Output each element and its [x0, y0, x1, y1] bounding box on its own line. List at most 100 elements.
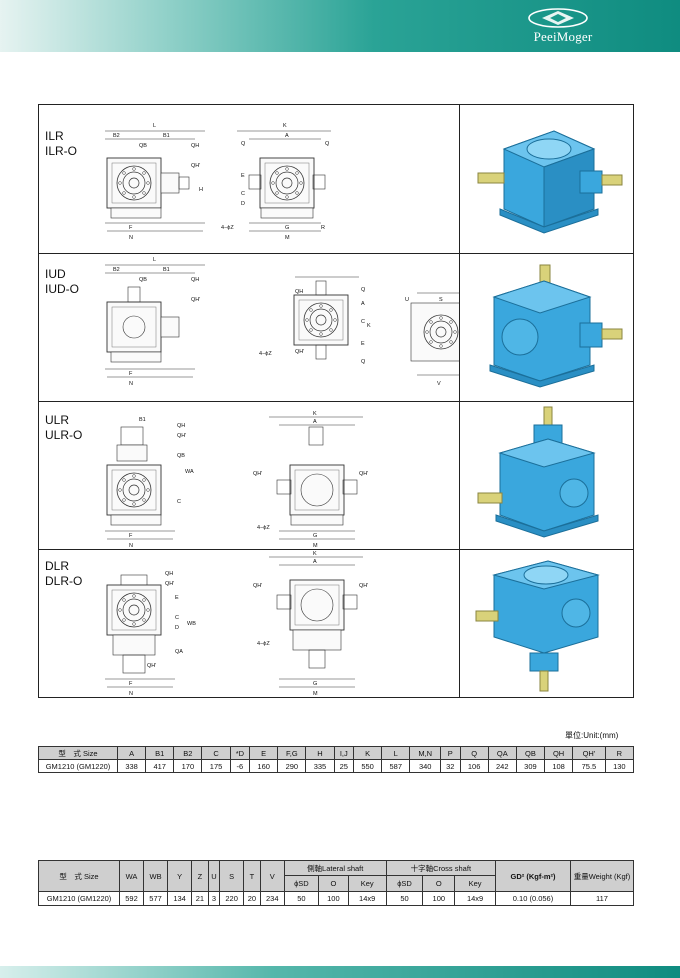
svg-text:QH': QH' [191, 297, 200, 303]
svg-text:M: M [285, 235, 290, 241]
table-cell: 175 [201, 759, 231, 773]
iud-front-view: L B2 B1 QB QH QH' F N [105, 257, 205, 387]
table-cell: 50 [385, 891, 424, 906]
model-code: DLR [45, 559, 70, 573]
table-cell: -6 [229, 759, 251, 773]
ilr-front-view: L B2 B1 QB QH QH' H F N [105, 123, 205, 241]
svg-text:L: L [153, 123, 156, 129]
svg-text:K: K [313, 551, 317, 557]
table-cell: 234 [259, 891, 285, 906]
table-cell: 21 [191, 891, 209, 906]
table-cell: GM1210 (GM1220) [38, 759, 118, 773]
table-cell: 130 [604, 759, 635, 773]
svg-text:4−ϕZ: 4−ϕZ [259, 351, 272, 357]
model-code: IUD [45, 267, 66, 281]
svg-text:Q: Q [241, 141, 246, 147]
table-cell: 0.10 (0.056) [495, 891, 571, 906]
brand-logo: PeeiMoger [518, 8, 598, 46]
table-cell: 587 [381, 759, 411, 773]
table-header: K [353, 746, 383, 760]
brand-name: PeeiMoger [533, 29, 593, 44]
svg-text:QH': QH' [295, 349, 304, 355]
table-header: P [440, 746, 461, 760]
table-row: GM1210 (GM1220) 338 417 170 175 -6 160 2… [38, 759, 635, 773]
svg-text:L: L [153, 257, 156, 263]
table-header-row: 型 式 Size A B1 B2 C *D E F,G H I,J K L M,… [38, 746, 635, 760]
table-header: I,J [333, 746, 355, 760]
table-header: C [201, 746, 231, 760]
svg-text:D: D [241, 201, 245, 207]
svg-text:G: G [313, 681, 317, 687]
table-cell: 160 [249, 759, 279, 773]
table-header: 重量Weight (Kgf) [570, 860, 634, 892]
svg-text:V: V [437, 381, 441, 387]
technical-drawings: L B2 B1 QB QH QH' H F N K A Q [105, 123, 459, 697]
table-header: GD² (Kgf-m²) [495, 860, 571, 892]
shaft-spec-table: 型 式 Size WA WB Y Z U S T V 側軸Lateral sha… [38, 860, 634, 906]
svg-text:B2: B2 [113, 133, 120, 139]
header-band: PeeiMoger [0, 0, 680, 52]
ulr-side-view: K A G M QH' QH' 4−ϕZ [253, 411, 368, 549]
table-cell: 108 [544, 759, 574, 773]
table-cell: 3 [207, 891, 221, 906]
svg-text:N: N [129, 235, 133, 241]
table-header-group: 十字軸Cross shaft [385, 860, 497, 876]
model-code-variant: DLR-O [45, 574, 83, 588]
table-header: Z [191, 860, 209, 892]
table-header-group: 側軸Lateral shaft [283, 860, 387, 876]
svg-text:QH: QH [191, 143, 199, 149]
drawing-frame: ILR ILR-O IUD IUD-O ULR ULR-O DLR DLR-O [38, 104, 634, 698]
table-header: 型 式 Size [38, 746, 118, 760]
table-header: ϕSD [283, 875, 320, 892]
dlr-front-view: QH QH' E C D WB QA QH' F N [105, 571, 196, 697]
model-label-ilr: ILR ILR-O [45, 129, 77, 159]
iud-top-view: S U T V [405, 292, 459, 387]
table-header: H [305, 746, 335, 760]
table-cell: 14x9 [347, 891, 387, 906]
table-header: QH [544, 746, 574, 760]
svg-text:M: M [313, 543, 318, 549]
svg-text:B2: B2 [113, 267, 120, 273]
photo-iud-gearbox [489, 264, 623, 388]
model-code-variant: ILR-O [45, 144, 78, 158]
ilr-side-view: K A Q Q E C D G M R 4−ϕZ [221, 123, 331, 241]
svg-text:QH': QH' [253, 471, 262, 477]
svg-text:N: N [129, 543, 133, 549]
svg-text:QH: QH [295, 289, 303, 295]
svg-text:A: A [313, 419, 317, 425]
table-cell: 50 [283, 891, 320, 906]
table-cell: 340 [409, 759, 442, 773]
model-label-dlr: DLR DLR-O [45, 559, 82, 589]
svg-text:F: F [129, 371, 133, 377]
table-header: QA [487, 746, 517, 760]
svg-text:QH: QH [191, 277, 199, 283]
svg-text:QH': QH' [253, 583, 262, 589]
table-header: E [249, 746, 279, 760]
table-header: U [207, 860, 221, 892]
table-cell: 592 [118, 891, 145, 906]
svg-text:E: E [361, 341, 365, 347]
svg-text:A: A [285, 133, 289, 139]
table-cell: 100 [318, 891, 349, 906]
table-header-row: 型 式 Size WA WB Y Z U S T V 側軸Lateral sha… [38, 860, 634, 892]
svg-text:Q: Q [325, 141, 330, 147]
table-header: 型 式 Size [38, 860, 120, 892]
table-header: Q [459, 746, 489, 760]
table-header: ϕSD [385, 875, 424, 892]
svg-text:Q: Q [361, 287, 366, 293]
svg-text:QB: QB [177, 453, 185, 459]
svg-text:QA: QA [175, 649, 183, 655]
svg-text:N: N [129, 691, 133, 697]
svg-text:U: U [405, 297, 409, 303]
photo-ulr-gearbox [477, 406, 599, 538]
table-header: QH' [572, 746, 606, 760]
ulr-front-view: B1 QH QH' QB WA C F N [105, 417, 194, 549]
table-header: B2 [173, 746, 203, 760]
table-cell: 577 [143, 891, 169, 906]
model-label-iud: IUD IUD-O [45, 267, 79, 297]
svg-text:QH': QH' [147, 663, 156, 669]
svg-text:C: C [175, 615, 179, 621]
svg-text:QB: QB [139, 143, 147, 149]
table-row: GM1210 (GM1220) 592 577 134 21 3 220 20 … [38, 891, 634, 906]
svg-text:WB: WB [187, 621, 196, 627]
